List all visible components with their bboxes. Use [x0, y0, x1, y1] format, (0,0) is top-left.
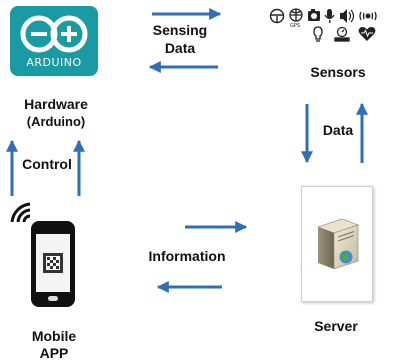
phone-home-button: [48, 296, 58, 301]
hardware-title: Hardware: [24, 96, 88, 112]
hardware-subtitle: (Arduino): [26, 114, 86, 129]
qr-code-icon: [43, 253, 63, 273]
steering-wheel-icon: [269, 8, 285, 24]
sensing-data-label-line2: Data: [164, 40, 196, 56]
server-icon: [317, 218, 359, 270]
sensors-title: Sensors: [310, 64, 366, 80]
camera-icon: [308, 9, 320, 21]
control-label: Control: [22, 156, 72, 172]
information-label: Information: [148, 248, 226, 264]
svg-text:GPS: GPS: [290, 23, 300, 29]
arduino-logo-text: ARDUINO: [26, 56, 82, 69]
arduino-logo: ARDUINO: [10, 6, 98, 76]
scale-icon: [334, 26, 350, 42]
data-label: Data: [322, 122, 354, 138]
vibration-icon: [359, 11, 377, 21]
sensing-data-label-line1: Sensing: [152, 22, 208, 38]
arduino-infinity-icon: [20, 15, 88, 53]
phone-screen: [36, 234, 70, 292]
mobile-phone-icon: [31, 221, 75, 307]
microphone-icon: [324, 9, 335, 23]
light-bulb-icon: [313, 26, 323, 42]
sensor-icons-group: GPS: [269, 8, 377, 42]
server-frame: [301, 186, 373, 302]
gps-icon: GPS: [289, 8, 303, 29]
heart-icon: [358, 27, 376, 41]
server-title: Server: [314, 318, 358, 334]
mobile-app-label-line1: Mobile: [31, 328, 77, 344]
wifi-signal-icon: [10, 202, 31, 223]
mobile-app-label-line2: APP: [39, 345, 69, 361]
speaker-icon: [340, 9, 355, 23]
